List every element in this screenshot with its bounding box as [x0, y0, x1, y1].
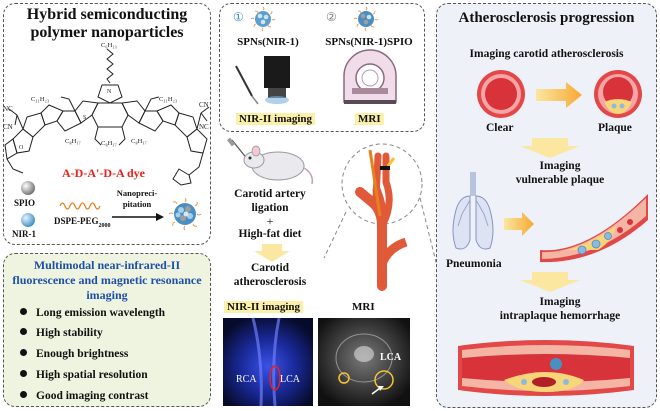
- features-title-line2: fluorescence and magnetic resonance: [12, 273, 202, 287]
- mri-scan-image: [318, 318, 410, 406]
- c8h17-center-label: C₈H₁₇: [101, 140, 117, 147]
- spio-label: SPIO: [14, 198, 36, 208]
- mri-scanner-icon: [343, 49, 397, 104]
- number-one-badge: ①: [233, 10, 244, 24]
- pneumonia-label: Pneumonia: [446, 258, 502, 270]
- dye-label: A-D-A'-D-A dye: [62, 166, 145, 180]
- nc-right-label: NC: [199, 123, 209, 131]
- imaging-carotid-subtitle: Imaging carotid atherosclerosis: [469, 48, 624, 60]
- feature-bullet-2: High stability: [20, 327, 103, 339]
- mri-image-title: MRI: [352, 301, 375, 313]
- nanoprecipitation-label-2: pitation: [122, 199, 152, 209]
- features-title-line3: imaging: [86, 288, 128, 302]
- nc-left-label: NC: [3, 105, 13, 113]
- lca-label: LCA: [280, 374, 300, 385]
- clear-vessel-icon: [477, 70, 525, 118]
- carotid-result-line1: Carotid: [250, 262, 290, 274]
- mri-lca-label: LCA: [380, 352, 402, 363]
- high-fat-diet-step: High-fat diet: [238, 228, 302, 240]
- nir-camera-icon: [235, 56, 290, 105]
- panel-title-line2: polymer nanoparticles: [30, 24, 184, 41]
- o-label: O: [19, 145, 24, 151]
- nanoprecipitation-label-1: Nanopreci-: [116, 188, 158, 198]
- ligation-step-line2: ligation: [251, 202, 289, 214]
- ligation-step-line1: Carotid artery: [234, 188, 306, 200]
- spn-nir1-spio-particle-icon: [353, 6, 379, 32]
- lungs-icon: [452, 172, 494, 250]
- down-arrow-icon: [254, 244, 290, 262]
- nanoprecipitation-arrow-icon: [112, 213, 164, 221]
- dspe-peg-subscript: 2000: [98, 222, 111, 229]
- nir-imaging-label: NIR-II imaging: [236, 113, 316, 125]
- c11h23-right-label: C₁₁H₂₃: [159, 96, 177, 103]
- dspe-peg-label: DSPE-PEG2000: [54, 216, 111, 229]
- spn-nir1-particle-icon: [250, 6, 276, 32]
- carotid-artery-zoom-diagram: [323, 143, 441, 291]
- hemorrhage-vessel-icon: [458, 340, 634, 396]
- c11h23-left-label: C₁₁H₂₃: [31, 96, 49, 103]
- n-label: N: [107, 89, 112, 95]
- hemorrhage-subtitle-line2: intraplaque hemorrhage: [499, 310, 621, 322]
- vulnerable-plaque-vessel-icon: [540, 194, 648, 263]
- mouse-icon: [226, 137, 314, 185]
- vulnerable-subtitle-line1: Imaging: [539, 160, 581, 172]
- nir-image-title: NIR-II imaging: [224, 301, 304, 313]
- feature-bullet-5: Good imaging contrast: [20, 390, 148, 402]
- progression-title: Atherosclerosis progression: [458, 10, 635, 26]
- progression-arrow-icon: [536, 82, 582, 108]
- down-arrow-2-icon: [520, 272, 580, 292]
- vulnerable-subtitle-line2: vulnerable plaque: [515, 174, 605, 186]
- spn-nir1-label: SPNs(NIR-1): [237, 36, 299, 48]
- s-label: S: [83, 115, 86, 121]
- carotid-result-line2: atherosclerosis: [233, 276, 307, 288]
- spio-sphere-icon: [21, 181, 35, 195]
- clear-label: Clear: [486, 122, 514, 134]
- panel-title-line1: Hybrid semiconducting: [26, 6, 188, 23]
- dspe-peg-text: DSPE-PEG: [54, 216, 99, 226]
- spn-nir1-spio-label: SPNs(NIR-1)SPIO: [325, 36, 413, 48]
- dspe-peg-wave-icon: [59, 202, 101, 210]
- cn-left-label: CN: [3, 123, 13, 131]
- c8h17-right-label: C₈H₁₇: [131, 138, 147, 145]
- plus-sign: +: [266, 214, 274, 228]
- rca-label: RCA: [236, 374, 257, 385]
- nir1-sphere-icon: [21, 213, 35, 227]
- features-title-line1: Multimodal near-infrared-II: [33, 258, 181, 272]
- nanoparticle-icon: [168, 197, 202, 231]
- chemical-structure-diagram: C₆H₁₃ N C₈H₁₇ C₁₁H₂₃ C₁₁H₂₃ C₈H₁₇ C₈H₁₇ …: [3, 42, 210, 186]
- imaging-agents-panel: [219, 3, 425, 132]
- c8h17-left-label: C₈H₁₇: [65, 138, 81, 145]
- plaque-vessel-icon: [594, 70, 642, 118]
- c6h13-label: C₆H₁₃: [101, 42, 117, 49]
- plaque-label: Plaque: [598, 122, 632, 134]
- cn-right-label: CN: [199, 101, 209, 109]
- feature-bullet-3: Enough brightness: [20, 348, 128, 360]
- number-two-badge: ②: [326, 10, 337, 24]
- hybrid-nanoparticles-panel: [3, 3, 211, 245]
- hemorrhage-subtitle-line1: Imaging: [539, 296, 581, 308]
- feature-bullet-1: Long emission wavelength: [20, 307, 165, 319]
- nir-fluorescence-image: [223, 317, 313, 407]
- feature-bullet-4: High spatial resolution: [20, 369, 148, 381]
- down-arrow-1-icon: [520, 138, 580, 158]
- arrow-to-plaque-icon: [504, 212, 534, 236]
- nir1-label: NIR-1: [12, 229, 36, 239]
- mri-label: MRI: [355, 113, 384, 125]
